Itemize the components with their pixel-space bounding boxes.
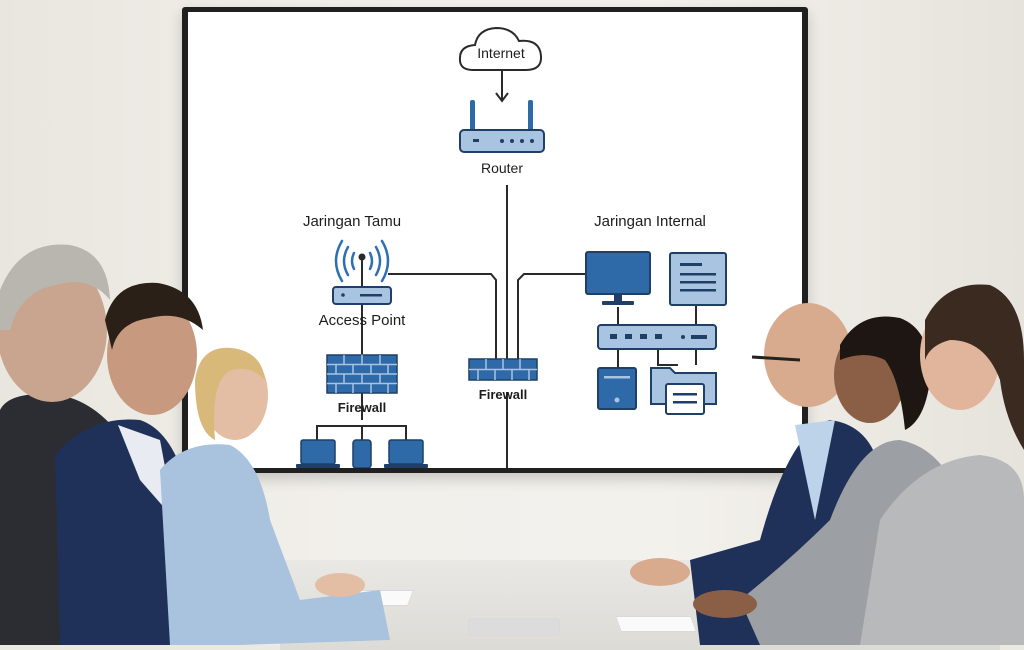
document-server-icon <box>669 252 727 306</box>
internet-label: Internet <box>477 45 525 61</box>
router-label: Router <box>481 160 523 176</box>
desktop-monitor-icon <box>585 251 651 305</box>
connection-lines <box>316 70 697 468</box>
main-firewall-icon <box>468 358 538 381</box>
internet-cloud-icon <box>458 26 543 71</box>
guest-laptop-right-icon <box>384 439 428 468</box>
tablet-device <box>468 618 560 636</box>
network-diagram-svg: Internet Router Jaringan Tamu Jaringan I… <box>296 26 727 468</box>
attendee-blonde-woman <box>160 347 390 645</box>
guest-firewall-label: Firewall <box>338 400 386 415</box>
guest-laptop-left-icon <box>296 439 340 468</box>
router-icon <box>459 100 545 153</box>
main-firewall-label: Firewall <box>479 387 527 402</box>
guest-phone-icon <box>352 439 372 468</box>
network-switch-icon <box>597 324 717 350</box>
wall-display-screen: Internet Router Jaringan Tamu Jaringan I… <box>182 7 808 473</box>
printer-icon <box>665 383 705 415</box>
guest-network-title: Jaringan Tamu <box>303 213 401 230</box>
access-point-icon <box>332 239 392 305</box>
network-diagram: Internet Router Jaringan Tamu Jaringan I… <box>188 12 802 468</box>
server-tower-icon <box>597 367 637 410</box>
access-point-label: Access Point <box>319 312 407 329</box>
attendee-woman-far-right <box>860 284 1024 645</box>
guest-firewall-icon <box>326 354 398 394</box>
internal-network-title: Jaringan Internal <box>594 213 706 230</box>
